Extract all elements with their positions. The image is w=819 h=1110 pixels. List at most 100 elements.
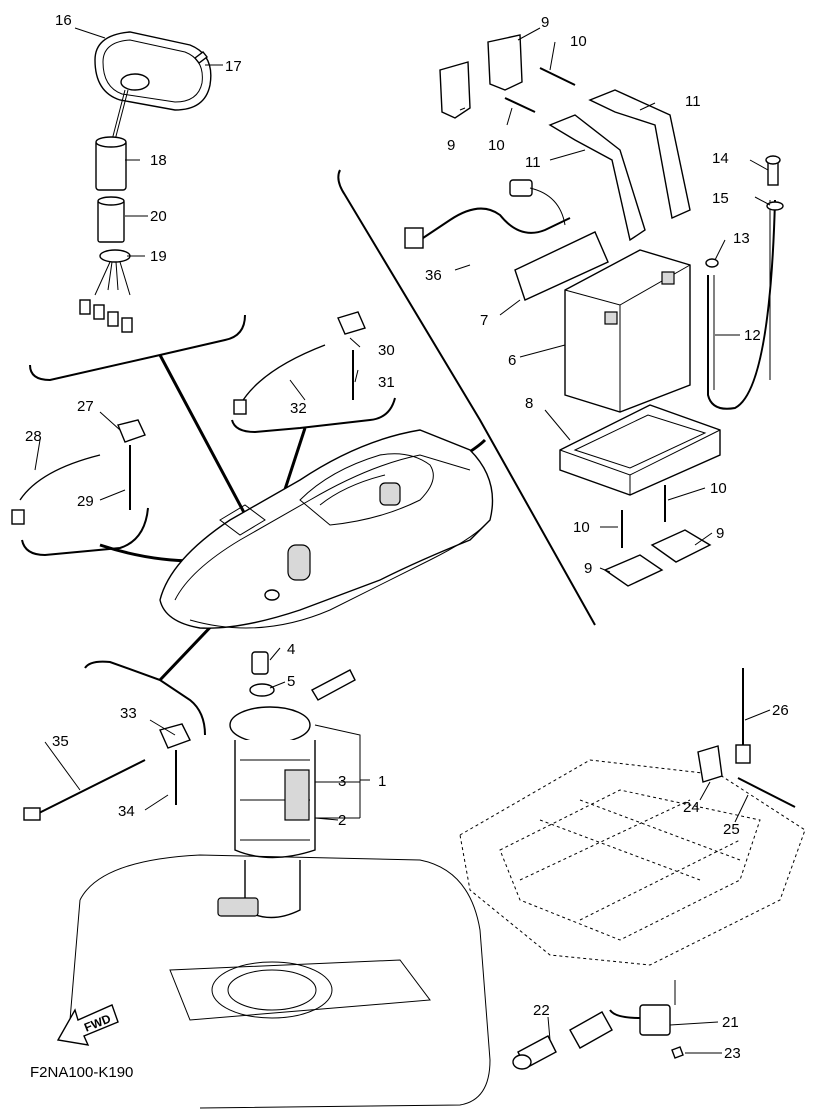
clamp-19 [99, 249, 131, 263]
harness-36-connector [509, 179, 533, 197]
clip-30 [337, 311, 366, 335]
spacer-20-top [97, 196, 125, 206]
label-31: 31 [378, 374, 395, 391]
pump-filter [217, 897, 259, 917]
sensor-wire [609, 1009, 641, 1019]
hull-cap [264, 589, 280, 601]
label-7: 7 [480, 312, 488, 329]
label-1: 1 [378, 773, 386, 790]
clip-27 [117, 419, 146, 443]
label-29: 29 [77, 493, 94, 510]
sensor-nut [512, 1054, 532, 1070]
seat-line [319, 474, 386, 506]
battery-terminal-neg [604, 311, 618, 325]
meter-hose-2 [114, 89, 129, 141]
fwd-arrow: FWD [56, 1004, 119, 1046]
tie-26-head [735, 744, 751, 764]
connector-a [79, 299, 91, 315]
frame-cross-members [519, 799, 741, 921]
engine-bed-frame [459, 759, 806, 966]
fuel-tank [69, 854, 491, 1109]
sensor-group [512, 980, 684, 1070]
label-4: 4 [287, 641, 295, 658]
tie-28-head [11, 509, 25, 525]
label-6: 6 [508, 352, 516, 369]
label-33: 33 [120, 705, 137, 722]
battery-pad [514, 231, 609, 301]
label-16: 16 [55, 12, 72, 29]
sensor-body [569, 1011, 613, 1049]
callout-frame-battery [337, 169, 596, 626]
tank-top-plate [169, 959, 431, 1021]
meter-cover-inner [102, 39, 203, 103]
label-2: 2 [338, 812, 346, 829]
label-18: 18 [150, 152, 167, 169]
label-28: 28 [25, 428, 42, 445]
meter-hose [111, 89, 126, 141]
label-10-right: 10 [710, 480, 727, 497]
callout-labels: 16 17 18 20 19 9 10 9 10 11 11 14 15 13 … [25, 12, 789, 1062]
label-36: 36 [425, 267, 442, 284]
fasteners [11, 311, 366, 821]
battery [564, 249, 691, 413]
clamp-13 [705, 258, 719, 268]
connector-c [107, 311, 119, 327]
vent-tube [707, 199, 776, 410]
callout-frame-mid [231, 397, 396, 434]
battery-group [404, 34, 784, 587]
label-9-top: 9 [541, 14, 549, 31]
label-20: 20 [150, 208, 167, 225]
bracket-9-a [439, 61, 471, 119]
hull-line [174, 454, 471, 601]
watercraft [159, 429, 494, 629]
screw-17 [194, 51, 208, 64]
sensor-21 [639, 1004, 671, 1036]
tank-hatch [287, 544, 311, 581]
label-24: 24 [683, 799, 700, 816]
tie-32 [239, 344, 326, 406]
label-30: 30 [378, 342, 395, 359]
label-11-left: 11 [525, 154, 541, 171]
battery-terminal-pos [661, 271, 675, 285]
label-3: 3 [338, 773, 346, 790]
tie-32-head [233, 399, 247, 415]
label-35: 35 [52, 733, 69, 750]
tank-opening-inner [227, 969, 317, 1011]
harness-connector [79, 261, 133, 333]
fitting-4 [251, 651, 269, 675]
bracket-9-b [487, 34, 523, 91]
label-26: 26 [772, 702, 789, 719]
tie-28 [19, 454, 101, 501]
label-10-lower: 10 [573, 519, 590, 536]
label-9-left: 9 [447, 137, 455, 154]
tie-35-head [23, 807, 41, 821]
harness-wires [94, 261, 131, 296]
label-21: 21 [722, 1014, 739, 1031]
harness-36-wire [422, 207, 571, 239]
label-15: 15 [712, 190, 729, 207]
spacer-20 [97, 199, 125, 243]
label-10-left: 10 [488, 137, 505, 154]
label-8: 8 [525, 395, 533, 412]
label-22: 22 [533, 1002, 550, 1019]
pump-flange [229, 706, 311, 744]
meter-assembly [79, 31, 212, 333]
clip-33 [159, 723, 191, 749]
pump-sender [284, 769, 310, 821]
battery-tray-edges [559, 429, 721, 495]
tank-opening [211, 961, 333, 1019]
strap-11-a [548, 114, 646, 242]
battery-location [379, 482, 401, 506]
tie-35 [34, 759, 146, 816]
battery-tray [559, 404, 721, 496]
label-13: 13 [733, 230, 750, 247]
handlebar-mount [219, 504, 266, 536]
strap-11-b [588, 89, 691, 220]
fuel-pump-group [217, 651, 356, 919]
label-leaders [34, 27, 771, 1054]
meter-gauge [120, 73, 150, 91]
callout-frame-mid-left [21, 507, 149, 557]
battery-tray-inner [573, 414, 707, 469]
bolt-10-b [539, 67, 576, 86]
